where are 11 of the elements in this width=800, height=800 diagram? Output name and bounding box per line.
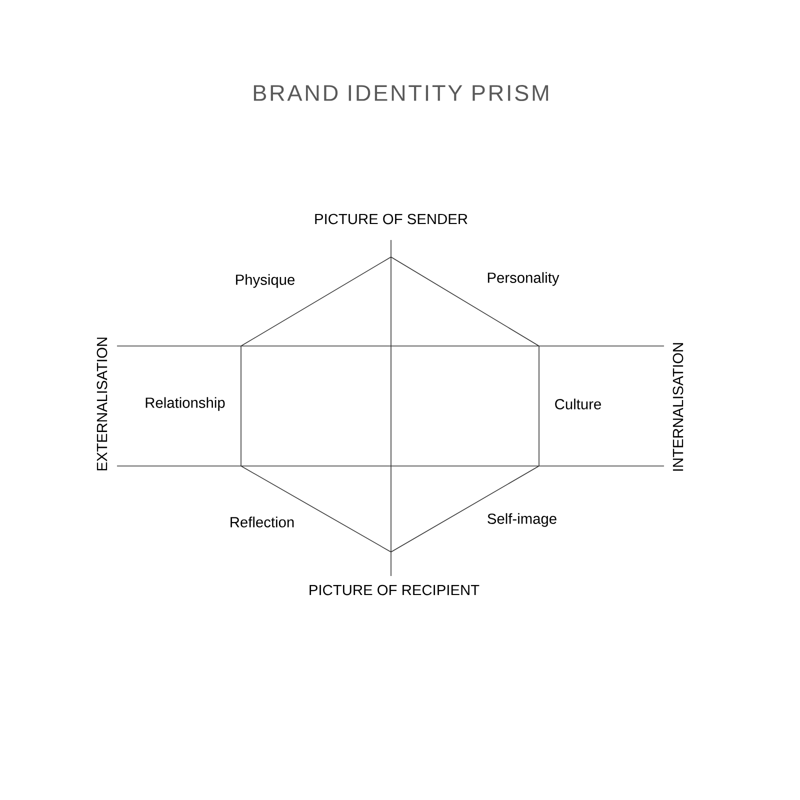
facet-label: Physique [236, 274, 294, 288]
axis-label: PICTURE OF SENDER [315, 214, 468, 224]
facet-label: Culture [555, 398, 601, 410]
title: BRAND IDENTITY PRISM [254, 84, 548, 102]
facet-label: Reflection [230, 516, 294, 528]
facet-label: Relationship [146, 397, 225, 411]
axis-label: PICTURE OF RECIPIENT [310, 584, 480, 596]
facet-label: Personality [488, 272, 560, 286]
axis-label: INTERNALISATION [672, 343, 684, 471]
facet-label: Self-image [488, 513, 556, 527]
axis-label: EXTERNALISATION [96, 338, 108, 470]
